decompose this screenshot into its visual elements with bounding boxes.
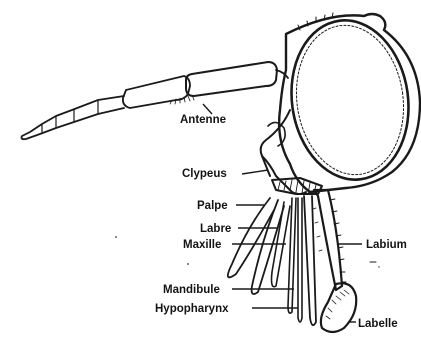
label-palpe: Palpe	[197, 200, 228, 212]
label-maxille: Maxille	[183, 239, 221, 251]
label-hypopharynx: Hypopharynx	[155, 303, 229, 315]
label-labium: Labium	[366, 239, 407, 251]
head-capsule-drawing	[261, 13, 420, 194]
label-antenne: Antenne	[180, 114, 226, 126]
mouthparts-drawing	[228, 178, 356, 332]
label-labre: Labre	[200, 223, 231, 235]
label-clypeus: Clypeus	[182, 168, 227, 180]
label-labelle: Labelle	[358, 318, 398, 330]
leader-clypeus	[242, 170, 268, 174]
antenna-drawing	[22, 62, 289, 139]
leader-antenne	[203, 104, 212, 114]
label-mandibule: Mandibule	[163, 284, 220, 296]
